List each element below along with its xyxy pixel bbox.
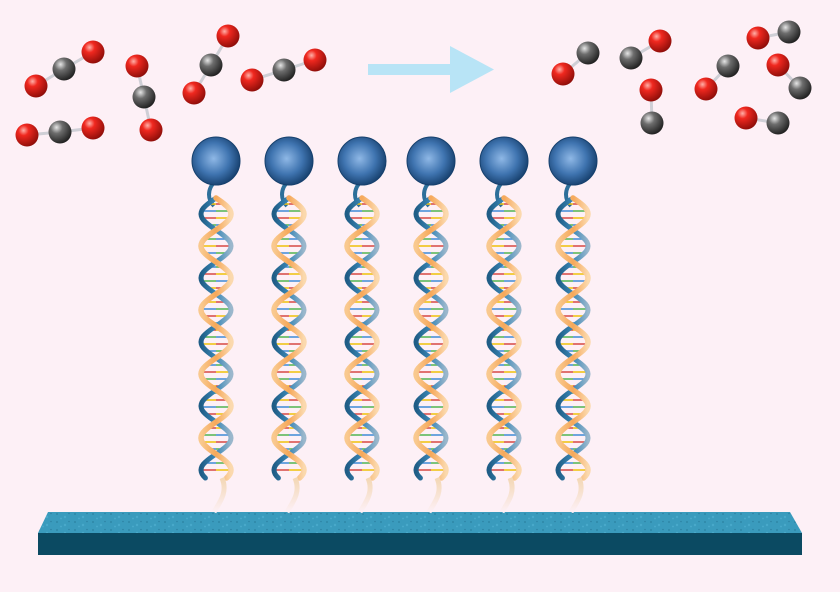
strand-head xyxy=(191,136,241,186)
oxygen-atom xyxy=(139,118,163,142)
oxygen-atom xyxy=(648,29,672,53)
arrow-head xyxy=(450,46,494,93)
dna-strand xyxy=(191,136,241,514)
strand-tail xyxy=(568,477,584,514)
substrate-slab xyxy=(38,512,802,555)
oxygen-atom xyxy=(15,123,39,147)
strand-head xyxy=(406,136,456,186)
strand-head xyxy=(264,136,314,186)
arrow-shaft xyxy=(368,64,452,75)
co-molecule xyxy=(619,29,672,70)
carbon-atom xyxy=(788,76,812,100)
co2-molecule xyxy=(240,48,327,92)
carbon-atom xyxy=(52,57,76,81)
co2-molecule xyxy=(24,40,105,98)
dna-strand xyxy=(406,136,456,514)
strand-head xyxy=(337,136,387,186)
backbone-front xyxy=(555,195,591,481)
co-molecule xyxy=(694,54,740,101)
carbon-atom xyxy=(619,46,643,70)
co-molecule xyxy=(766,53,812,100)
dna-strand xyxy=(479,136,529,514)
carbon-atom xyxy=(777,20,801,44)
oxygen-atom xyxy=(694,77,718,101)
oxygen-atom xyxy=(216,24,240,48)
strand-tail xyxy=(499,477,515,514)
oxygen-atom xyxy=(240,68,264,92)
backbone-back xyxy=(271,195,307,481)
oxygen-atom xyxy=(639,78,663,102)
oxygen-atom xyxy=(303,48,327,72)
co-molecule xyxy=(639,78,664,135)
oxygen-atom xyxy=(81,116,105,140)
backbone-back xyxy=(344,195,380,481)
strand-tail xyxy=(426,477,442,514)
backbone-front xyxy=(198,195,234,481)
dna-strand xyxy=(264,136,314,514)
oxygen-atom xyxy=(746,26,770,50)
strand-tail xyxy=(211,477,227,514)
substrate-side xyxy=(38,533,802,555)
oxygen-atom xyxy=(24,74,48,98)
carbon-atom xyxy=(640,111,664,135)
carbon-atom xyxy=(48,120,72,144)
co-molecule xyxy=(734,106,790,135)
carbon-atom xyxy=(199,53,223,77)
backbone-back xyxy=(198,195,234,481)
dna-strand xyxy=(548,136,598,514)
backbone-back xyxy=(555,195,591,481)
molecules xyxy=(15,20,812,147)
oxygen-atom xyxy=(125,54,149,78)
co-molecule xyxy=(551,41,600,86)
backbone-front xyxy=(344,195,380,481)
oxygen-atom xyxy=(734,106,758,130)
oxygen-atom xyxy=(182,81,206,105)
backbone-front xyxy=(413,195,449,481)
carbon-atom xyxy=(272,58,296,82)
carbon-atom xyxy=(766,111,790,135)
carbon-atom xyxy=(716,54,740,78)
strand-tail xyxy=(284,477,300,514)
strand-head xyxy=(548,136,598,186)
strand-tail xyxy=(357,477,373,514)
carbon-atom xyxy=(576,41,600,65)
backbone-front xyxy=(486,195,522,481)
co2-molecule xyxy=(182,24,240,105)
dna-strand xyxy=(337,136,387,514)
oxygen-atom xyxy=(766,53,790,77)
backbone-front xyxy=(271,195,307,481)
strand-head xyxy=(479,136,529,186)
backbone-back xyxy=(486,195,522,481)
substrate-top xyxy=(38,512,802,533)
oxygen-atom xyxy=(551,62,575,86)
reaction-arrow xyxy=(368,46,494,93)
co2-molecule xyxy=(15,116,105,147)
co2-molecule xyxy=(125,54,163,142)
carbon-atom xyxy=(132,85,156,109)
oxygen-atom xyxy=(81,40,105,64)
backbone-back xyxy=(413,195,449,481)
dna-strands xyxy=(191,136,598,514)
co-molecule xyxy=(746,20,801,50)
